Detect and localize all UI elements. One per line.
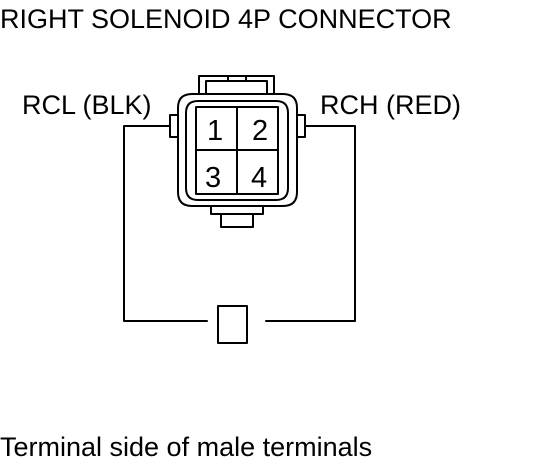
wire-left <box>123 125 208 322</box>
right-tab <box>296 114 306 138</box>
top-latch <box>198 75 275 95</box>
housing-outer <box>177 93 298 207</box>
connector-body <box>169 75 306 228</box>
label-rcl: RCL (BLK) <box>22 90 152 120</box>
top-latch-inner <box>205 80 268 95</box>
solenoid-element <box>217 305 248 344</box>
left-tab <box>169 114 179 138</box>
housing-inner <box>185 100 289 201</box>
bottom-key-tab <box>220 213 254 228</box>
diagram-title: RIGHT SOLENOID 4P CONNECTOR <box>0 4 452 34</box>
pin-4-label: 4 <box>251 162 267 194</box>
pin-2-label: 2 <box>252 115 268 147</box>
pin-3-label: 3 <box>205 162 221 194</box>
wire-right <box>265 125 356 322</box>
label-rch: RCH (RED) <box>320 90 461 120</box>
bottom-key <box>210 205 264 215</box>
pin-1-label: 1 <box>207 115 223 147</box>
diagram-caption: Terminal side of male terminals <box>0 432 372 462</box>
